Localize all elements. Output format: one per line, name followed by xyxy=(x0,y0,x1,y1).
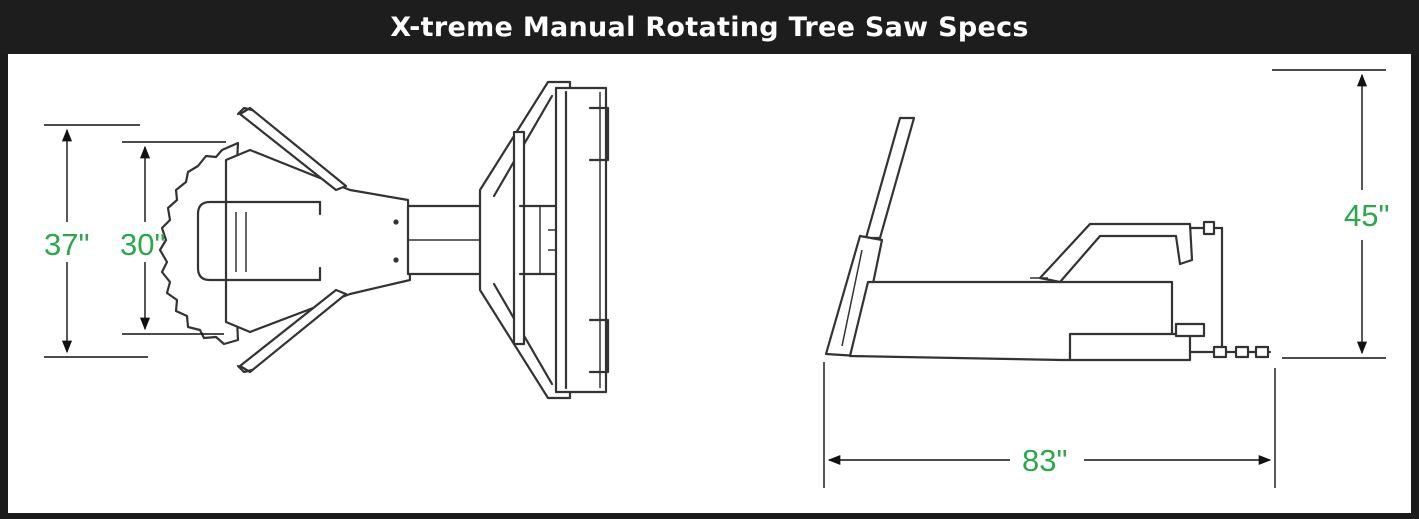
side-view-drawing xyxy=(824,116,1272,362)
height-label: 45" xyxy=(1344,198,1390,233)
top-view-drawing xyxy=(158,80,610,400)
length-label: 83" xyxy=(1022,443,1068,478)
height-dimension xyxy=(1272,69,1386,359)
blade-dimension xyxy=(122,141,226,335)
side-upper-frame xyxy=(1038,222,1194,284)
upper-guard-arm xyxy=(238,106,348,192)
page-title: X-treme Manual Rotating Tree Saw Specs xyxy=(390,11,1029,43)
saw-head-body xyxy=(224,148,412,334)
side-base-block xyxy=(1068,332,1192,362)
lower-guard-arm xyxy=(238,288,348,374)
width-label: 37" xyxy=(44,227,90,262)
title-bar: X-treme Manual Rotating Tree Saw Specs xyxy=(0,0,1419,54)
head-slot xyxy=(196,200,322,282)
length-dimension xyxy=(823,362,1276,488)
blade-diameter-label: 30" xyxy=(120,227,166,262)
width-dimension xyxy=(44,124,148,358)
mount-plate xyxy=(554,86,608,394)
side-guard-post xyxy=(864,116,916,240)
